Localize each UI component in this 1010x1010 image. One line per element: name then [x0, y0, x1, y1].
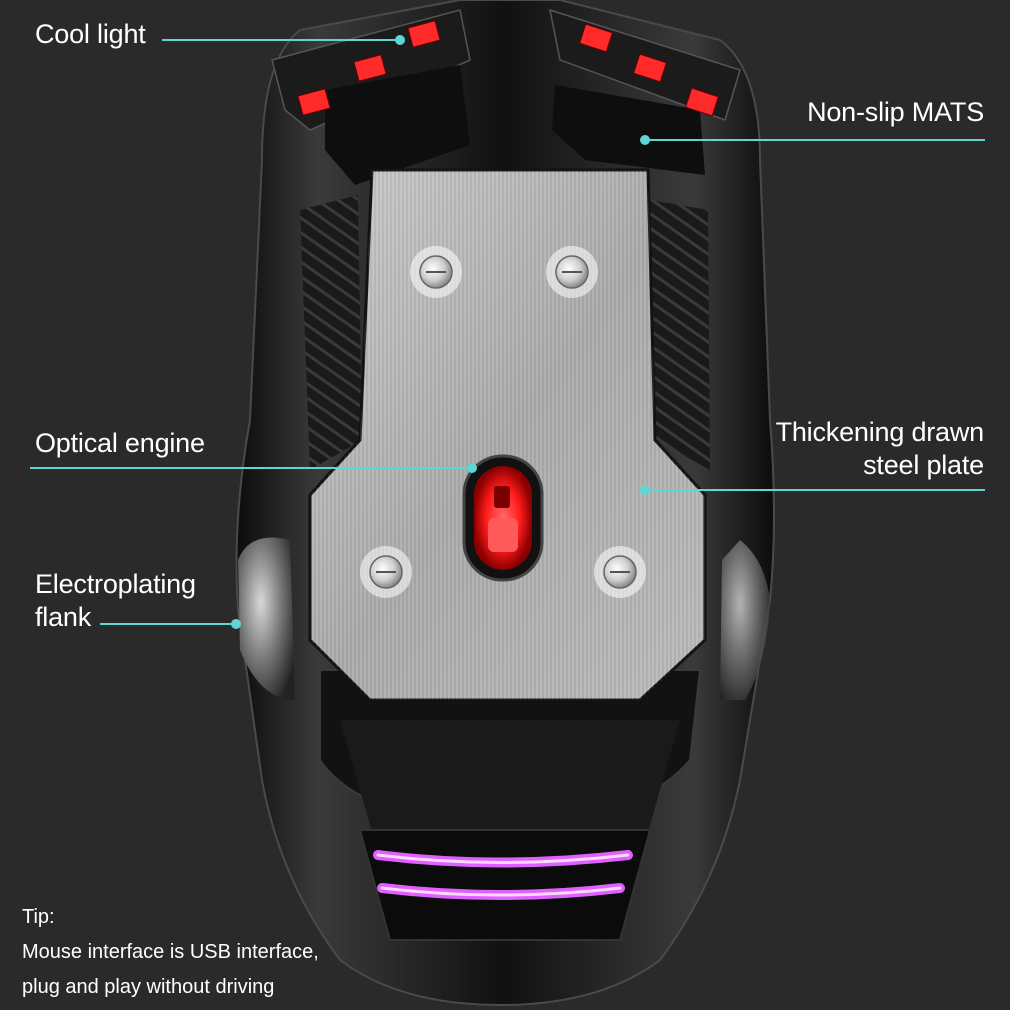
callout-steel-plate-line-2: steel plate — [863, 450, 984, 480]
electroplating-flank — [238, 537, 770, 700]
rgb-light-strip — [373, 850, 633, 900]
callout-lines — [30, 35, 985, 629]
tip-line-2: plug and play without driving — [22, 976, 275, 998]
screw-icon — [410, 246, 462, 298]
callout-non-slip-mats: Non-slip MATS — [807, 96, 984, 129]
callout-electroplating-flank: Electroplating flank — [35, 568, 196, 634]
steel-plate — [308, 168, 707, 702]
callout-cool-light: Cool light — [35, 18, 146, 51]
optical-sensor — [462, 454, 544, 582]
tip-heading: Tip: — [22, 906, 55, 928]
screw-icon — [594, 546, 646, 598]
callout-steel-plate-line-1: Thickening drawn — [775, 417, 985, 447]
tip-line-1: Mouse interface is USB interface, — [22, 941, 319, 963]
callout-optical-engine: Optical engine — [35, 427, 205, 460]
callout-cool-light-text: Cool light — [35, 19, 146, 49]
cool-light-leds — [297, 20, 720, 117]
callout-flank-line-1: Electroplating — [35, 569, 196, 599]
screw-icon — [360, 546, 412, 598]
callout-steel-plate: Thickening drawn steel plate — [775, 416, 985, 482]
tip-note: Tip: Mouse interface is USB interface, p… — [22, 900, 319, 1005]
screw-icon — [546, 246, 598, 298]
callout-non-slip-mats-text: Non-slip MATS — [807, 97, 984, 127]
callout-flank-line-2: flank — [35, 602, 92, 632]
callout-optical-engine-text: Optical engine — [35, 428, 205, 458]
